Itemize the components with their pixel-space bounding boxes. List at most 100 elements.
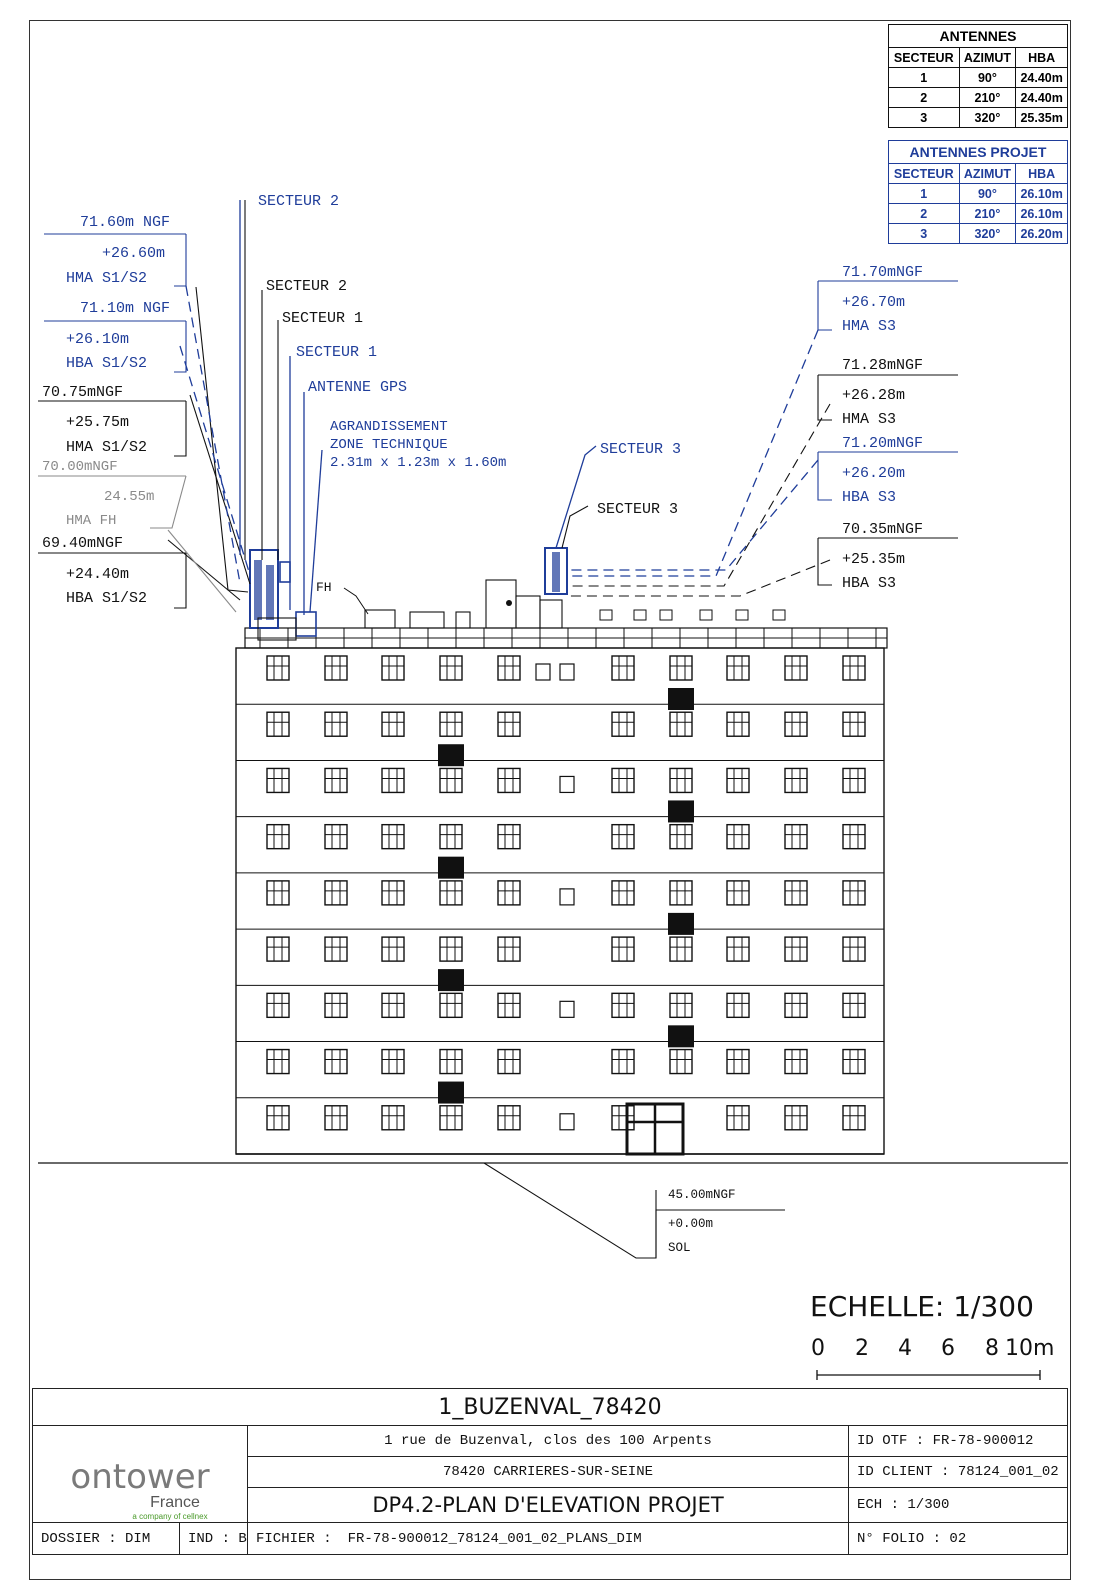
table-cell: 1 xyxy=(888,183,960,204)
level-ngf-label: 71.20mNGF xyxy=(842,435,924,452)
facade-window xyxy=(381,711,405,737)
scale-tick: 2 xyxy=(855,1336,869,1361)
level-ngf-label: 71.60m NGF xyxy=(80,214,171,231)
facade-window xyxy=(842,1105,866,1131)
facade-window xyxy=(381,1048,405,1075)
facade-window xyxy=(669,711,693,737)
facade-window xyxy=(842,992,866,1019)
table-cell: 24.40m xyxy=(1015,87,1068,108)
ind-cell: IND : B xyxy=(179,1522,248,1555)
facade-window xyxy=(497,992,521,1019)
facade-window xyxy=(439,1048,463,1075)
facade-window xyxy=(842,880,866,906)
dark-panel xyxy=(438,969,464,992)
id-otf: ID OTF : FR-78-900012 xyxy=(848,1425,1068,1457)
facade-window xyxy=(266,655,290,681)
level-ngf-label: 70.35mNGF xyxy=(842,521,924,538)
dark-panel xyxy=(438,856,464,879)
scale-tick: 6 xyxy=(941,1336,955,1361)
facade-window xyxy=(726,936,750,962)
stair-window xyxy=(559,1113,575,1131)
facade-window xyxy=(726,992,750,1019)
antennes-projet-title: ANTENNES PROJET xyxy=(888,140,1068,164)
facade-window xyxy=(611,880,635,906)
facade-window xyxy=(611,992,635,1019)
facade-window xyxy=(669,1048,693,1075)
facade-window xyxy=(381,880,405,906)
facade-window xyxy=(611,823,635,850)
facade-window xyxy=(611,767,635,794)
facade-window xyxy=(611,711,635,737)
facade-window xyxy=(784,655,808,681)
facade-window xyxy=(669,880,693,906)
facade-window xyxy=(842,655,866,681)
level-ngf-label: 70.75mNGF xyxy=(42,384,124,401)
facade-window xyxy=(266,936,290,962)
level-type-label: HMA S3 xyxy=(842,318,897,335)
level-ngf-label: 70.00mNGF xyxy=(42,459,118,475)
table-cell: 3 xyxy=(888,107,960,128)
table-cell: 26.10m xyxy=(1015,183,1068,204)
plan-title: DP4.2-PLAN D'ELEVATION PROJET xyxy=(247,1487,849,1523)
callout-dimensions: 2.31m x 1.23m x 1.60m xyxy=(330,455,507,471)
facade-window xyxy=(497,1105,521,1131)
facade-window xyxy=(842,823,866,850)
facade-window xyxy=(324,823,348,850)
facade-window xyxy=(266,880,290,906)
table-cell: 320° xyxy=(958,223,1017,244)
level-height-label: +26.70m xyxy=(842,294,906,311)
facade-window xyxy=(726,655,750,681)
facade-window xyxy=(842,711,866,737)
facade-window xyxy=(611,1105,635,1131)
table-cell: 26.10m xyxy=(1015,203,1068,224)
facade-window xyxy=(842,767,866,794)
level-height-label: +25.35m xyxy=(842,551,906,568)
dark-panel xyxy=(668,1025,694,1048)
table-cell: 90° xyxy=(958,67,1017,88)
ground-sol-label: SOL xyxy=(668,1241,691,1255)
dark-panel xyxy=(668,800,694,823)
dark-panel xyxy=(668,912,694,935)
callout-secteur-3: SECTEUR 3 xyxy=(597,501,679,518)
facade-window xyxy=(266,823,290,850)
facade-window xyxy=(497,1048,521,1075)
facade-window xyxy=(497,936,521,962)
callout-fh: FH xyxy=(316,580,332,595)
dark-panel xyxy=(438,744,464,767)
facade-window xyxy=(381,1105,405,1131)
facade-window xyxy=(842,936,866,962)
facade-window xyxy=(266,1105,290,1131)
scale-label: ECHELLE: 1/300 xyxy=(810,1290,1034,1323)
facade-window xyxy=(324,1105,348,1131)
fichier-name: FR-78-900012_78124_001_02_PLANS_DIM xyxy=(347,1530,642,1547)
facade-window xyxy=(726,1048,750,1075)
facade-window xyxy=(439,655,463,681)
level-height-label: +24.40m xyxy=(66,566,130,583)
table-cell: 2 xyxy=(888,87,960,108)
stair-window xyxy=(559,1000,575,1018)
facade-window xyxy=(497,711,521,737)
facade-window xyxy=(381,823,405,850)
dossier-cell: DOSSIER : DIM xyxy=(32,1522,180,1555)
facade-window xyxy=(497,767,521,794)
col-header: SECTEUR xyxy=(888,163,960,184)
callout-secteur-2-projet: SECTEUR 2 xyxy=(258,193,340,210)
facade-window xyxy=(611,655,635,681)
facade-window xyxy=(439,992,463,1019)
level-height-label: +26.20m xyxy=(842,465,906,482)
id-client: ID CLIENT : 78124_001_02 xyxy=(848,1456,1068,1488)
logo-subtitle: France xyxy=(150,1493,200,1511)
facade-window xyxy=(669,767,693,794)
facade-window xyxy=(381,936,405,962)
facade-window xyxy=(784,711,808,737)
mast-secteur-1-2 xyxy=(249,549,279,629)
stair-window xyxy=(559,888,575,906)
facade-window xyxy=(611,936,635,962)
facade-window xyxy=(439,936,463,962)
echelle-cell: ECH : 1/300 xyxy=(848,1487,1068,1523)
facade-window xyxy=(324,711,348,737)
level-type-label: HBA S1/S2 xyxy=(66,355,148,372)
facade-window xyxy=(381,767,405,794)
facade-window xyxy=(726,823,750,850)
